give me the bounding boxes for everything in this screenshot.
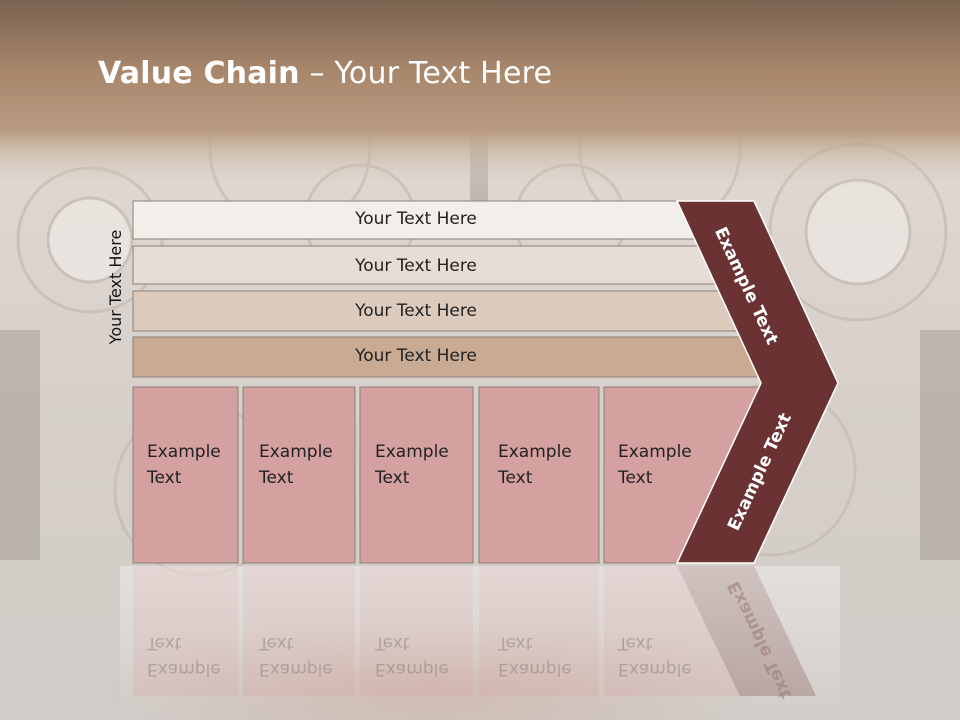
column-4-reflection: Example Text: [498, 630, 572, 682]
column-5-label: Example Text: [618, 439, 692, 491]
band-3-label: Your Text Here: [355, 301, 477, 321]
column-2-label: Example Text: [259, 439, 333, 491]
band-4-label: Your Text Here: [355, 346, 477, 366]
slide-title: Value Chain – Your Text Here: [98, 56, 552, 91]
column-2: [242, 386, 356, 564]
column-1-reflection: Example Text: [147, 630, 221, 682]
column-3-line2: Text: [375, 468, 410, 488]
column-5-refl-line1: Example: [618, 659, 692, 679]
column-1-refl-line1: Example: [147, 659, 221, 679]
column-1: [132, 386, 239, 564]
column-4-line1: Example: [498, 442, 572, 462]
title-rest: – Your Text Here: [299, 56, 553, 91]
column-1-line2: Text: [147, 468, 182, 488]
band-1-label: Your Text Here: [355, 209, 477, 229]
column-2-line2: Text: [259, 468, 294, 488]
title-bold: Value Chain: [98, 56, 300, 91]
column-1-label: Example Text: [147, 439, 221, 491]
column-1-line1: Example: [147, 442, 221, 462]
column-4: [478, 386, 600, 564]
column-2-reflection: Example Text: [259, 630, 333, 682]
chevron-arrow: [675, 200, 839, 564]
column-5-reflection: Example Text: [618, 630, 692, 682]
column-3-line1: Example: [375, 442, 449, 462]
side-label: Your Text Here: [106, 229, 125, 345]
column-2-refl-line2: Text: [259, 633, 294, 653]
column-5-refl-line2: Text: [618, 633, 653, 653]
column-3: [359, 386, 474, 564]
column-5-line1: Example: [618, 442, 692, 462]
column-3-label: Example Text: [375, 439, 449, 491]
column-3-refl-line2: Text: [375, 633, 410, 653]
column-1-refl-line2: Text: [147, 633, 182, 653]
column-4-label: Example Text: [498, 439, 572, 491]
column-5-line2: Text: [618, 468, 653, 488]
column-4-line2: Text: [498, 468, 533, 488]
column-3-refl-line1: Example: [375, 659, 449, 679]
band-2-label: Your Text Here: [355, 256, 477, 276]
column-4-refl-line1: Example: [498, 659, 572, 679]
column-2-line1: Example: [259, 442, 333, 462]
column-3-reflection: Example Text: [375, 630, 449, 682]
column-2-refl-line1: Example: [259, 659, 333, 679]
column-4-refl-line2: Text: [498, 633, 533, 653]
